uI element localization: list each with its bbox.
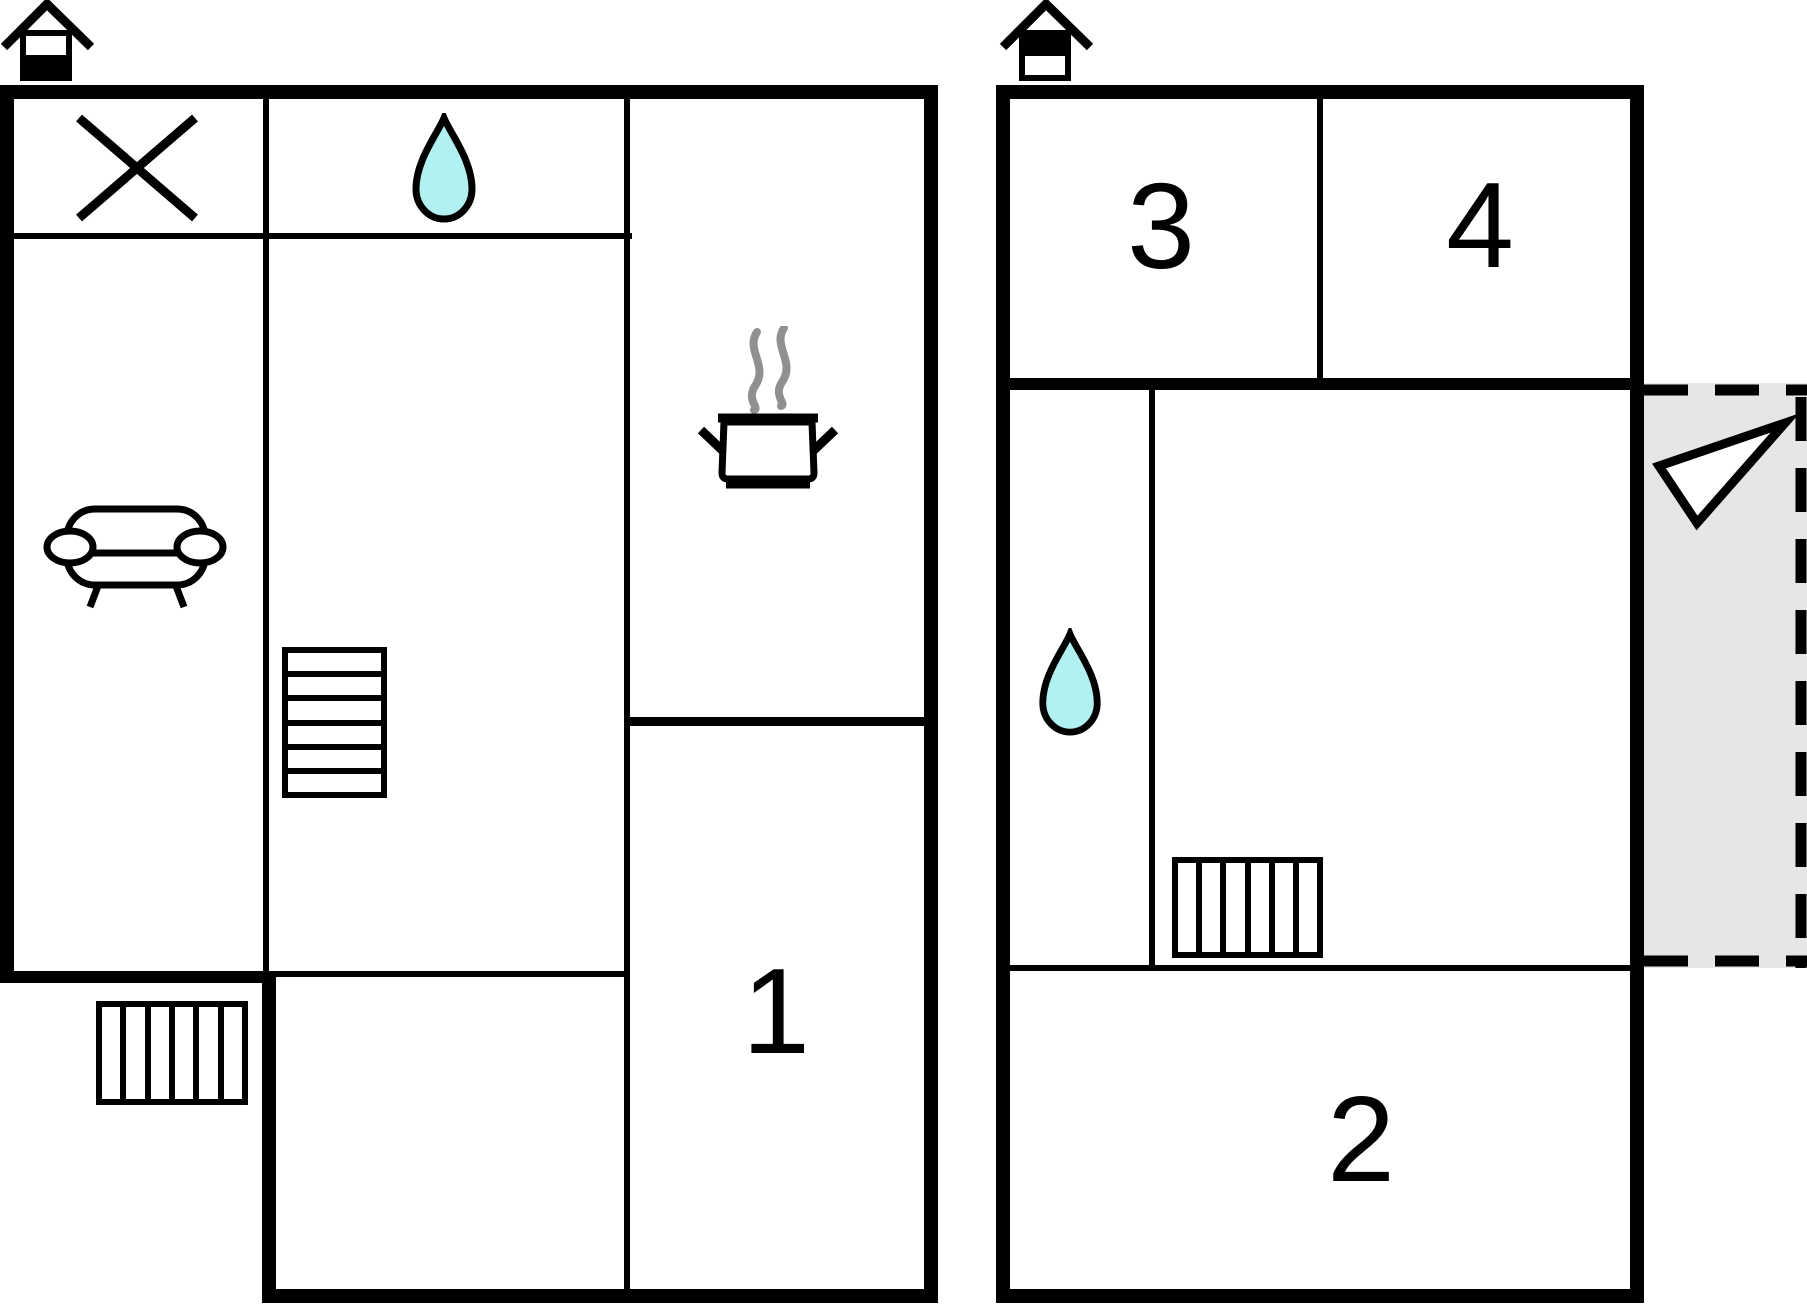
wall bbox=[1010, 965, 1630, 971]
wall bbox=[0, 85, 938, 99]
house-upper-floor-icon bbox=[999, 0, 1094, 85]
room-2-label: 2 bbox=[1327, 1071, 1395, 1207]
wall bbox=[14, 233, 632, 239]
cooking-pot-icon bbox=[698, 326, 838, 494]
wall bbox=[263, 99, 269, 971]
entrance-steps-icon bbox=[96, 1001, 248, 1105]
room-4-label: 4 bbox=[1446, 157, 1514, 293]
wall bbox=[0, 971, 276, 983]
room-3-label: 3 bbox=[1127, 158, 1195, 294]
terrace bbox=[1644, 383, 1807, 968]
wall bbox=[276, 971, 624, 977]
wall bbox=[624, 99, 630, 1289]
wall bbox=[0, 85, 14, 983]
wall bbox=[1010, 378, 1630, 390]
staircase-icon bbox=[282, 647, 387, 798]
water-drop-icon bbox=[408, 113, 480, 228]
wall bbox=[262, 971, 276, 1303]
wall bbox=[996, 85, 1010, 1303]
staircase-icon bbox=[1172, 857, 1323, 958]
wall bbox=[924, 85, 938, 1303]
room-1-label: 1 bbox=[742, 943, 810, 1079]
water-drop-icon bbox=[1035, 628, 1105, 742]
wall bbox=[1149, 390, 1155, 971]
wall bbox=[1630, 85, 1644, 1303]
wall bbox=[996, 1289, 1644, 1303]
cross-marker-icon bbox=[73, 112, 201, 224]
wall bbox=[262, 1289, 938, 1303]
sofa-icon bbox=[42, 503, 227, 613]
wall bbox=[630, 717, 924, 726]
direction-arrow-icon bbox=[1652, 413, 1800, 531]
house-ground-floor-icon bbox=[0, 0, 95, 85]
wall bbox=[1317, 99, 1323, 380]
wall bbox=[996, 85, 1644, 99]
